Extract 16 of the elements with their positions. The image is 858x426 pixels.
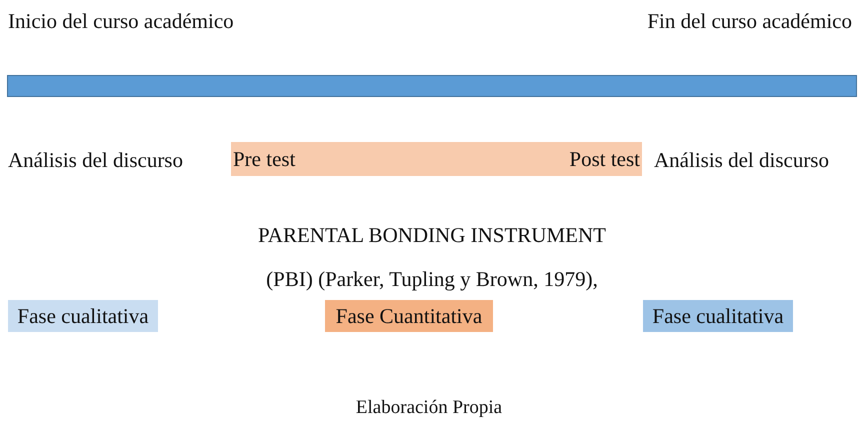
timeline-bar bbox=[7, 75, 857, 97]
label-text: Inicio del curso académico bbox=[8, 8, 234, 34]
phase-label: Fase cualitativa bbox=[652, 304, 784, 328]
phase-highlight bbox=[643, 300, 793, 332]
label-text: Análisis del discurso bbox=[654, 147, 829, 173]
phase-label: Post test bbox=[569, 146, 640, 172]
phase-highlight bbox=[325, 300, 493, 332]
phase-band bbox=[231, 142, 642, 176]
label-text: Fin del curso académico bbox=[647, 8, 852, 34]
label-text: Análisis del discurso bbox=[8, 147, 183, 173]
phase-highlight bbox=[8, 300, 158, 332]
caption: Elaboración Propia bbox=[354, 396, 504, 420]
phase-label: Fase cualitativa bbox=[17, 304, 149, 328]
phase-label: Fase Cuantitativa bbox=[336, 304, 482, 328]
instrument-text: PARENTAL BONDING INSTRUMENT (PBI) (Parker, Tupling y Brown, 1979), bbox=[257, 222, 607, 293]
phase-label: Pre test bbox=[233, 146, 296, 172]
